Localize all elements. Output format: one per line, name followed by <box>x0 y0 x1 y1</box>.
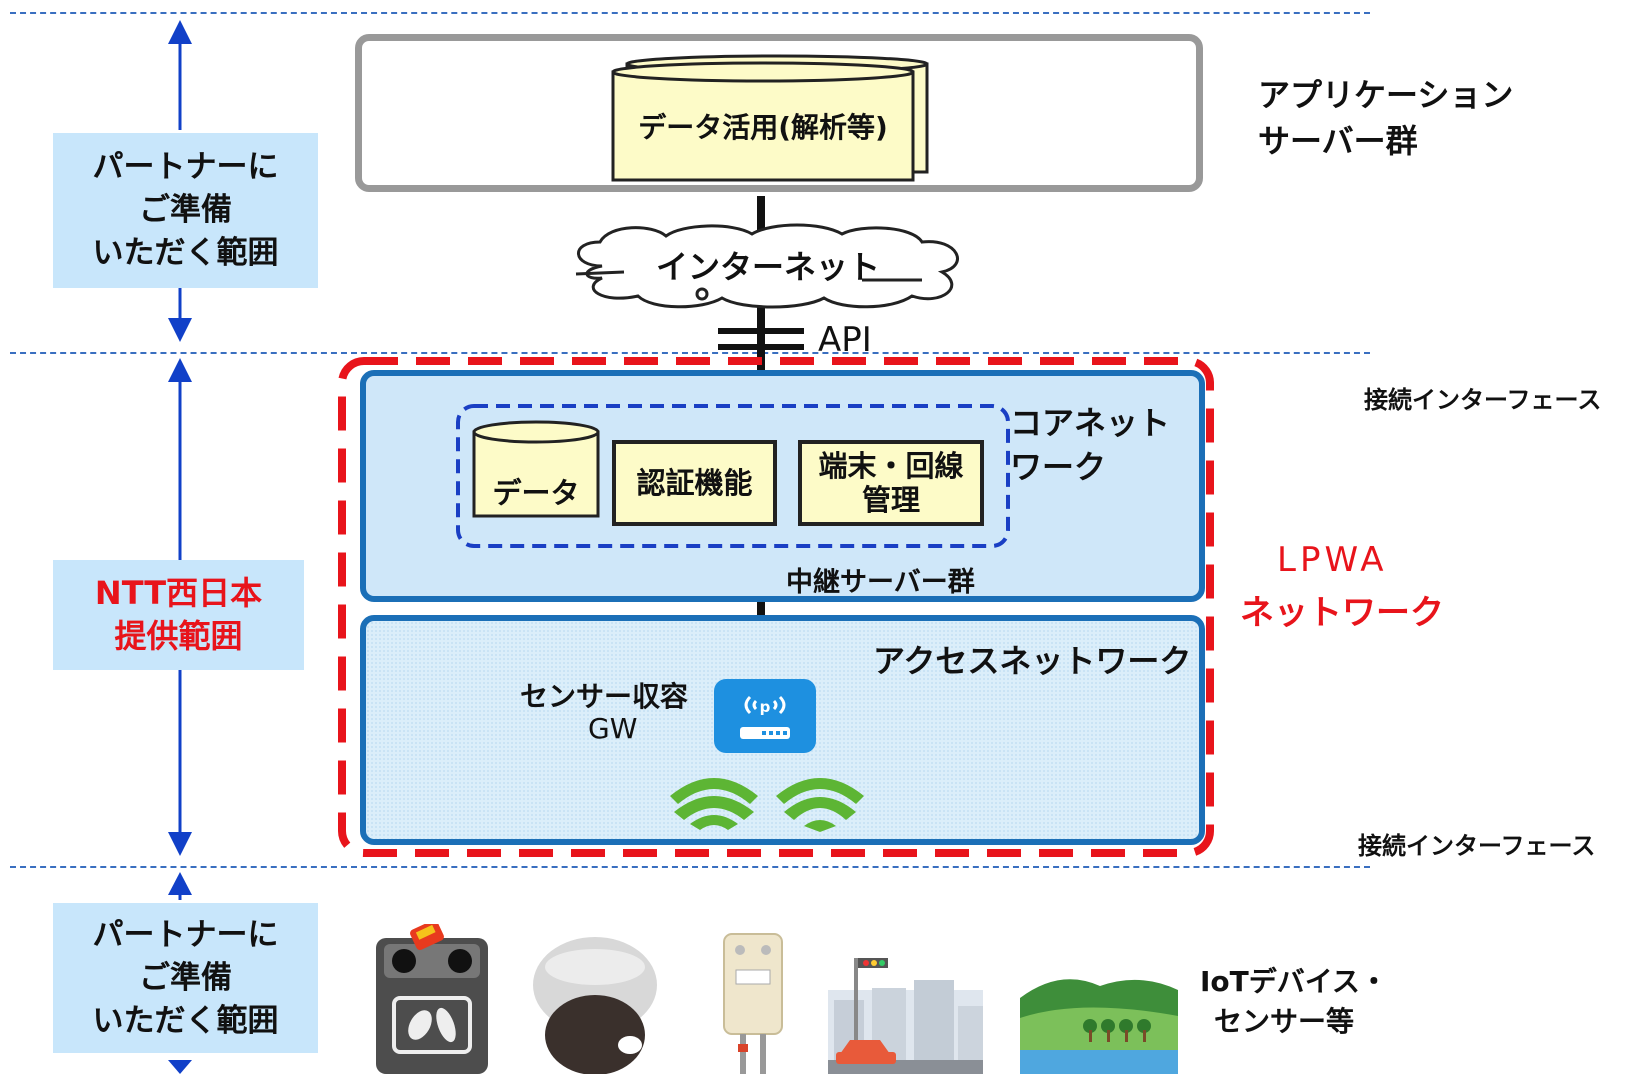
terminal-line-mgmt-line2: 管理 <box>861 483 920 517</box>
trash-bin-icon <box>376 924 488 1074</box>
connection-interface-bottom: 接続インターフェース <box>1358 832 1596 860</box>
api-symbol-bar1 <box>718 328 804 334</box>
scope-partner-top: パートナーに ご準備 いただく範囲 <box>53 133 318 288</box>
api-symbol-bar2 <box>718 344 804 350</box>
svg-text:p: p <box>760 698 771 716</box>
api-label: API <box>818 320 872 360</box>
access-network-label: アクセスネットワーク <box>873 642 1192 680</box>
scope-ntt-west-line1: NTT西日本 <box>94 574 263 612</box>
database-icon <box>472 420 600 518</box>
authentication-label: 認証機能 <box>636 466 753 500</box>
sensor-gw-line2: GW <box>588 712 638 745</box>
security-camera-icon <box>533 937 657 1074</box>
core-network-line1: コアネット <box>1010 404 1171 442</box>
iot-devices-line1: IoTデバイス・ <box>1200 965 1388 998</box>
separator-top <box>10 12 1370 14</box>
scope-partner-top-line2: ご準備 <box>139 192 232 228</box>
application-servers-line1: アプリケーション <box>1258 76 1514 114</box>
scope-partner-bottom: パートナーに ご準備 いただく範囲 <box>53 903 318 1053</box>
terminal-line-mgmt-box: 端末・回線 管理 <box>798 440 984 526</box>
scope-partner-bottom-line2: ご準備 <box>139 959 232 996</box>
connection-interface-top: 接続インターフェース <box>1364 386 1602 414</box>
wireless-signal-icon <box>670 778 864 832</box>
scope-ntt-west: NTT西日本 提供範囲 <box>53 560 304 670</box>
data-utilization-label: データ活用(解析等) <box>638 111 888 144</box>
scope-arrows <box>168 20 192 1074</box>
cloud-icon <box>575 223 959 309</box>
terminal-line-mgmt-line1: 端末・回線 <box>818 449 964 483</box>
traffic-street-icon <box>828 958 983 1074</box>
separator-ntt-partner <box>10 866 1370 868</box>
access-network-box <box>360 615 1205 845</box>
lpwa-line1: LPWA <box>1277 540 1388 580</box>
scope-partner-top-line3: いただく範囲 <box>92 235 279 271</box>
core-network-box <box>360 370 1205 602</box>
scope-partner-bottom-line1: パートナーに <box>92 916 279 953</box>
lpwa-boundary <box>338 357 1214 857</box>
application-servers-line2: サーバー群 <box>1258 122 1418 160</box>
authentication-box: 認証機能 <box>612 440 777 526</box>
wifi-gateway-icon: p <box>714 679 816 753</box>
data-utilization-cylinder <box>611 54 929 182</box>
separator-app-ntt <box>10 352 1370 354</box>
data-db-label: データ <box>492 476 580 510</box>
core-dashed-boundary <box>456 404 1010 548</box>
sensor-gw-line1: センサー収容 <box>520 680 689 713</box>
scope-partner-bottom-line3: いただく範囲 <box>92 1002 279 1039</box>
iot-devices-line2: センサー等 <box>1214 1005 1355 1038</box>
core-network-line2: ワーク <box>1010 448 1107 486</box>
gas-meter-icon <box>723 933 783 1074</box>
river-landscape-icon <box>1020 979 1178 1074</box>
lpwa-line2: ネットワーク <box>1240 593 1444 633</box>
relay-servers-label: 中継サーバー群 <box>786 567 975 598</box>
scope-ntt-west-line2: 提供範囲 <box>114 617 243 655</box>
scope-partner-top-line1: パートナーに <box>92 149 279 185</box>
internet-label: インターネット <box>655 248 880 286</box>
